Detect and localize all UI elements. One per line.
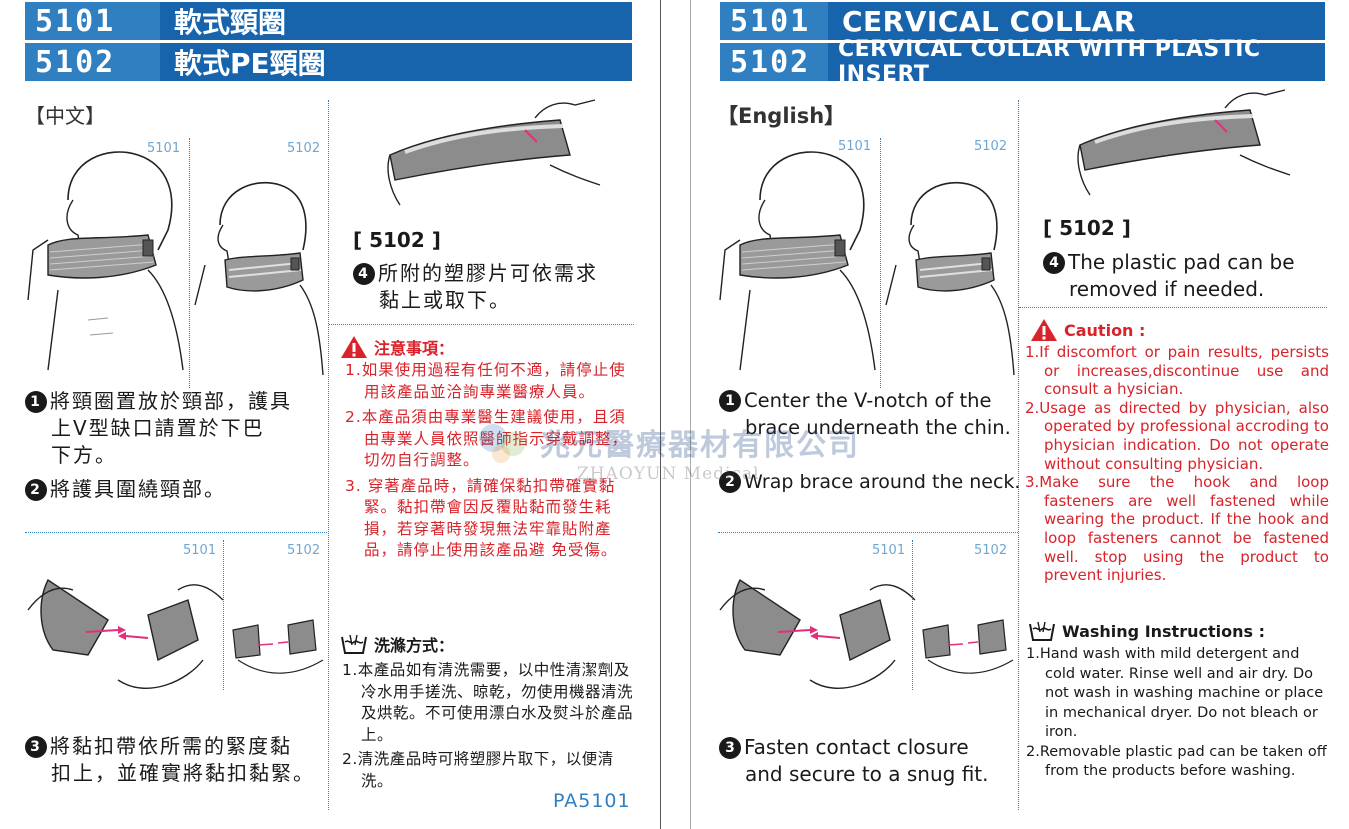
figure-divider (912, 540, 913, 690)
header-title: CERVICAL COLLAR WITH PLASTIC INSERT (828, 37, 1325, 87)
page-divider (690, 0, 691, 829)
figure-code: 5101 (838, 139, 872, 154)
step-number: 2 (25, 479, 47, 501)
illustration-fastening-5102 (232, 619, 324, 674)
list-item: 1.本產品如有清洗需要，以中性清潔劑及冷水用手搓洗、晾乾，勿使用機器清洗及烘乾。… (342, 661, 634, 744)
caution-heading: Caution : (1030, 318, 1145, 342)
figure-code: 5101 (872, 543, 906, 558)
washing-heading: Washing Instructions : (1028, 620, 1265, 642)
section-divider (1019, 307, 1327, 308)
list-item: 1.If discomfort or pain results, persist… (1025, 343, 1329, 399)
section-divider (718, 532, 1018, 533)
step-number: 3 (719, 737, 741, 759)
figure-divider (223, 540, 224, 690)
warning-triangle-icon (341, 336, 367, 358)
washing-tub-icon (341, 634, 367, 654)
step-number: 1 (25, 391, 47, 413)
left-header-row-2: 5102 軟式PE頸圈 (25, 43, 632, 81)
list-item: 2.Removable plastic pad can be taken off… (1026, 743, 1327, 780)
page-divider (660, 0, 661, 829)
header-code: 5101 (25, 2, 160, 40)
figure-code: 5102 (974, 139, 1008, 154)
figure-code: 5101 (183, 543, 217, 558)
washing-list: 1.Hand wash with mild detergent and cold… (1026, 645, 1329, 782)
header-code: 5101 (720, 2, 828, 40)
step-number: 4 (1043, 252, 1065, 274)
right-header-row-2: 5102 CERVICAL COLLAR WITH PLASTIC INSERT (720, 37, 1325, 87)
illustration-plastic-insert (387, 99, 601, 206)
header-code: 5102 (25, 43, 160, 81)
watermark-logo-icon (479, 424, 525, 463)
section-divider (25, 532, 327, 533)
washing-tub-icon (1029, 621, 1055, 641)
step-number: 3 (25, 736, 47, 758)
section-divider (329, 324, 634, 325)
list-item: 1.如果使用過程有任何不適，請停止使用該產品並洽詢專業醫療人員。 (345, 361, 626, 401)
list-item: 1.Hand wash with mild detergent and cold… (1026, 646, 1324, 740)
left-header-row-1: 5101 軟式頸圈 (25, 2, 632, 40)
header-title: CERVICAL COLLAR (828, 2, 1325, 40)
list-item: 2.清洗產品時可將塑膠片取下，以便清洗。 (342, 750, 614, 790)
list-item: 3. 穿著產品時，請確保黏扣帶確實黏緊。黏扣帶會因反覆貼黏而發生耗損，若穿著時發… (345, 476, 618, 560)
figure-divider (880, 138, 881, 388)
language-label: 【English】 (717, 104, 846, 128)
step-number: 4 (353, 263, 375, 285)
figure-code: 5102 (287, 543, 321, 558)
list-item: 2.Usage as directed by physician, also o… (1025, 398, 1329, 473)
caution-list: 1.If discomfort or pain results, persist… (1025, 343, 1329, 585)
illustration-fastening-5101 (27, 578, 224, 689)
caution-heading: 注意事項： (340, 335, 454, 359)
column-divider (1018, 100, 1019, 810)
header-code: 5102 (720, 43, 828, 81)
figure-code: 5102 (287, 141, 321, 156)
step-number: 1 (719, 390, 741, 412)
figure-divider (189, 138, 190, 388)
illustration-collar-5102 (194, 181, 324, 376)
right-header-row-1: 5101 CERVICAL COLLAR (720, 2, 1325, 40)
caution-list: 1.如果使用過程有任何不適，請停止使用該產品並洽詢專業醫療人員。 2.本產品須由… (345, 360, 635, 562)
list-item: 3.Make sure the hook and loop fasteners … (1025, 473, 1329, 585)
illustration-fastening-5102 (922, 619, 1014, 674)
illustration-fastening-5101 (719, 578, 916, 689)
list-item: 2.本產品須由專業醫生建議使用，且須由專業人員依照醫師指示穿戴調整，切勿自行調整… (345, 408, 629, 469)
illustration-collar-5101 (719, 151, 876, 371)
figure-code: 5102 (974, 543, 1008, 558)
figure-code: 5101 (147, 141, 181, 156)
document-code: PA5101 (553, 790, 631, 812)
watermark-cn: 兆元醫療器材有限公司 (540, 428, 860, 463)
warning-triangle-icon (1031, 319, 1057, 341)
washing-list: 1.本產品如有清洗需要，以中性清潔劑及冷水用手搓洗、晾乾，勿使用機器清洗及烘乾。… (342, 660, 637, 792)
model-label-5102: [ 5102 ] (353, 228, 441, 252)
watermark-en: ZHAOYUN Medical (577, 464, 760, 484)
header-title: 軟式頸圈 (160, 2, 632, 40)
column-divider (328, 100, 329, 810)
washing-heading: 洗滌方式： (340, 632, 454, 656)
language-label: 【中文】 (25, 104, 105, 128)
header-title: 軟式PE頸圈 (160, 43, 632, 81)
step-number: 2 (719, 471, 741, 493)
illustration-collar-5101 (27, 151, 184, 371)
illustration-collar-5102 (885, 181, 1015, 376)
model-label-5102: [ 5102 ] (1043, 216, 1131, 240)
illustration-plastic-insert (1077, 89, 1291, 196)
